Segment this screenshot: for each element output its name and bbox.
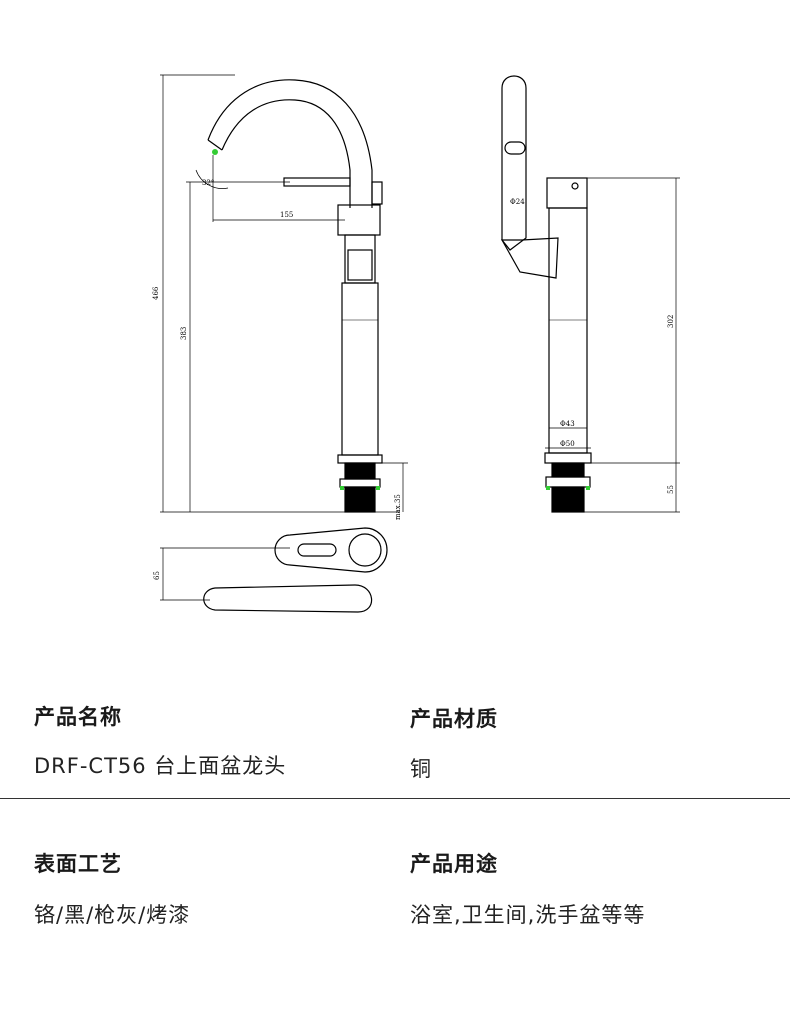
dim-reach: 155 [280, 211, 293, 219]
spec-value-material: 铜 [410, 757, 432, 781]
spec-label-finish: 表面工艺 [34, 852, 122, 876]
dim-angle: 32° [202, 179, 214, 187]
dim-side-height: 302 [667, 315, 675, 328]
dim-below-deck: max.35 [394, 494, 402, 520]
spec-value-usage: 浴室,卫生间,洗手盆等等 [410, 903, 646, 927]
spec-label-usage: 产品用途 [410, 852, 498, 876]
spec-label-name: 产品名称 [34, 705, 122, 729]
dim-spout-dia: Φ24 [510, 198, 525, 206]
spec-label-material: 产品材质 [410, 707, 498, 731]
spec-value-name: DRF-CT56 台上面盆龙头 [34, 754, 287, 778]
faucet-technical-drawing: 466 383 155 32° max.35 65 Φ24 302 Φ43 Φ5… [152, 74, 680, 613]
dim-body-dia: Φ43 [560, 420, 575, 428]
dim-handle-offset: 65 [153, 571, 161, 580]
dim-side-below: 55 [667, 485, 675, 494]
dim-base-dia: Φ50 [560, 440, 575, 448]
spec-value-finish: 铬/黑/枪灰/烤漆 [34, 903, 191, 927]
dim-total-height: 466 [152, 286, 160, 300]
dim-body-height: 383 [180, 327, 188, 340]
section-divider [0, 798, 790, 799]
